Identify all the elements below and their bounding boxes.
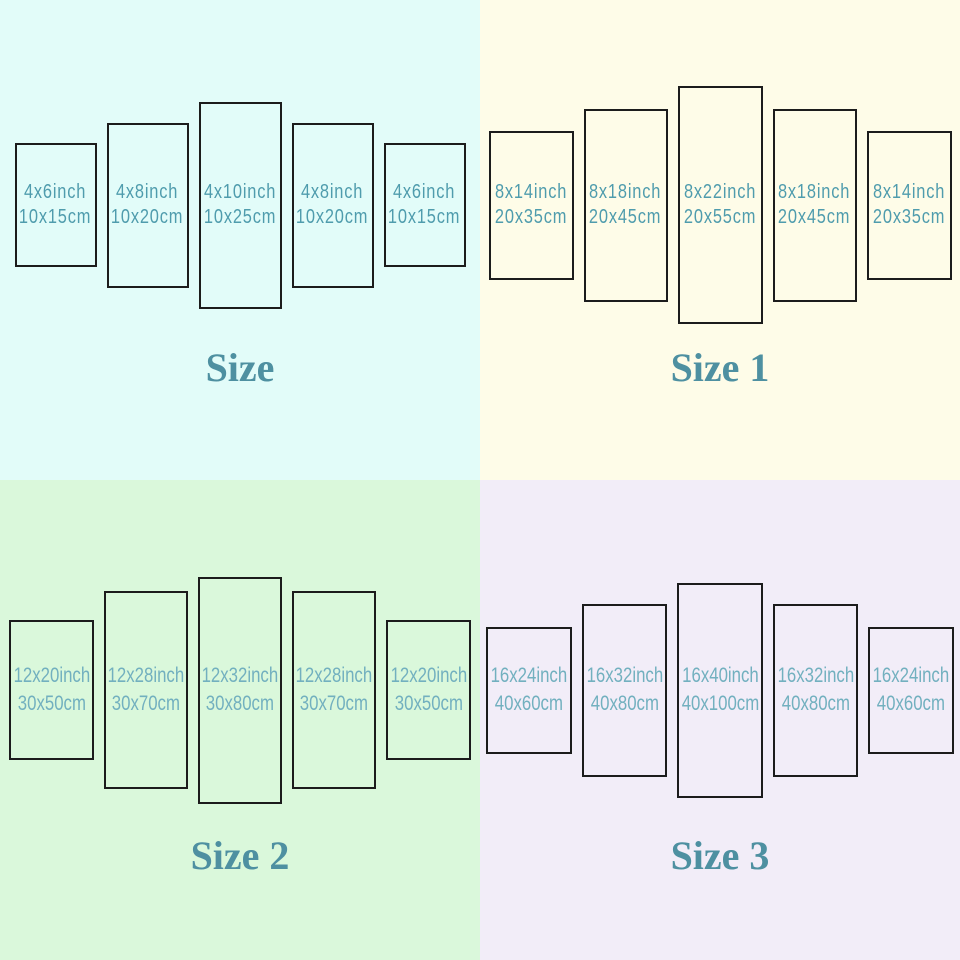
panel-label: 8x22inch 20x55cm	[684, 180, 756, 230]
panel-size-cm: 30x70cm	[111, 692, 181, 715]
panel-size-cm: 20x45cm	[778, 206, 851, 228]
panel-size-cm: 10x20cm	[111, 206, 184, 228]
panel-label: 8x14inch 20x35cm	[873, 180, 945, 230]
panel-label: 4x6inch 10x15cm	[19, 180, 91, 230]
panel-size-inch: 4x8inch	[301, 181, 364, 203]
canvas-panel: 4x6inch 10x15cm	[14, 143, 97, 267]
panel-label: 16x40inch 40x100cm	[681, 662, 759, 718]
panel-size-inch: 12x32inch	[201, 664, 279, 687]
panel-size-inch: 8x18inch	[589, 181, 662, 203]
quadrant-title: Size	[205, 345, 275, 390]
canvas-panel: 16x40inch 40x100cm	[677, 582, 763, 798]
panel-size-cm: 20x45cm	[589, 206, 662, 228]
panel-label: 16x32inch 40x80cm	[777, 662, 854, 718]
panel-size-cm: 10x25cm	[203, 206, 277, 228]
panel-size-inch: 8x14inch	[872, 181, 946, 203]
panel-label: 12x28inch 30x70cm	[108, 662, 185, 718]
quadrant-size-3: 16x24inch 40x60cm 16x32inch 40x80cm 16x4…	[480, 480, 960, 960]
panel-label: 8x18inch 20x45cm	[589, 180, 661, 230]
panel-size-cm: 20x35cm	[494, 206, 568, 228]
panel-size-inch: 8x14inch	[494, 181, 568, 203]
panel-size-cm: 10x15cm	[19, 206, 92, 228]
canvas-panel: 12x28inch 30x70cm	[292, 591, 376, 789]
canvas-panel: 4x10inch 10x25cm	[198, 101, 282, 309]
panel-size-cm: 30x50cm	[394, 692, 463, 715]
canvas-panel: 8x18inch 20x45cm	[583, 108, 668, 302]
panel-row: 12x20inch 30x50cm 12x28inch 30x70cm 12x3…	[0, 480, 480, 900]
canvas-panel: 16x24inch 40x60cm	[868, 626, 954, 754]
panel-size-inch: 8x22inch	[683, 181, 757, 203]
panel-size-inch: 12x20inch	[390, 664, 467, 687]
canvas-panel: 8x14inch 20x35cm	[488, 130, 574, 280]
panel-label: 4x6inch 10x15cm	[388, 180, 460, 230]
panel-size-cm: 40x60cm	[876, 692, 946, 715]
canvas-panel: 8x14inch 20x35cm	[866, 130, 952, 280]
canvas-panel: 12x28inch 30x70cm	[104, 591, 188, 789]
panel-label: 8x18inch 20x45cm	[778, 180, 850, 230]
canvas-panel: 12x20inch 30x50cm	[386, 620, 471, 760]
panel-size-cm: 20x35cm	[872, 206, 946, 228]
panel-size-inch: 16x24inch	[490, 664, 568, 687]
panel-size-cm: 40x80cm	[781, 692, 850, 715]
panel-label: 4x8inch 10x20cm	[296, 180, 368, 230]
panel-size-inch: 12x28inch	[295, 664, 373, 687]
canvas-panel: 12x20inch 30x50cm	[9, 620, 94, 760]
panel-label: 12x20inch 30x50cm	[390, 662, 467, 718]
quadrant-size: 4x6inch 10x15cm 4x8inch 10x20cm 4x10inch…	[0, 0, 480, 480]
panel-label: 12x28inch 30x70cm	[296, 662, 373, 718]
panel-size-cm: 10x15cm	[388, 206, 461, 228]
canvas-panel: 8x18inch 20x45cm	[772, 108, 857, 302]
panel-size-cm: 30x50cm	[17, 692, 86, 715]
panel-size-cm: 40x60cm	[494, 692, 564, 715]
canvas-panel: 16x24inch 40x60cm	[486, 626, 572, 754]
quadrant-title: Size 2	[190, 833, 290, 878]
canvas-panel: 12x32inch 30x80cm	[198, 576, 282, 804]
quadrant-size-2: 12x20inch 30x50cm 12x28inch 30x70cm 12x3…	[0, 480, 480, 960]
canvas-panel: 16x32inch 40x80cm	[582, 603, 667, 777]
panel-label: 8x14inch 20x35cm	[495, 180, 567, 230]
panel-size-inch: 12x20inch	[13, 664, 90, 687]
panel-size-inch: 12x28inch	[107, 664, 185, 687]
panel-row: 4x6inch 10x15cm 4x8inch 10x20cm 4x10inch…	[0, 0, 480, 410]
quadrant-title: Size 3	[670, 833, 770, 878]
canvas-panel: 8x22inch 20x55cm	[677, 86, 763, 324]
panel-size-inch: 4x6inch	[24, 181, 87, 203]
panel-label: 16x32inch 40x80cm	[586, 662, 663, 718]
panel-size-cm: 20x55cm	[683, 206, 757, 228]
panel-size-inch: 4x6inch	[393, 181, 456, 203]
panel-label: 4x10inch 10x25cm	[204, 180, 276, 230]
panel-size-cm: 10x20cm	[296, 206, 369, 228]
panel-label: 12x20inch 30x50cm	[13, 662, 90, 718]
panel-size-cm: 40x80cm	[590, 692, 659, 715]
panel-size-inch: 16x32inch	[777, 664, 854, 687]
panel-size-inch: 16x32inch	[586, 664, 663, 687]
panel-size-inch: 4x8inch	[116, 181, 179, 203]
panel-size-inch: 8x18inch	[778, 181, 851, 203]
panel-row: 16x24inch 40x60cm 16x32inch 40x80cm 16x4…	[480, 480, 960, 900]
panel-label: 16x24inch 40x60cm	[491, 662, 568, 718]
panel-size-inch: 16x40inch	[681, 664, 759, 687]
panel-size-inch: 4x10inch	[203, 181, 277, 203]
panel-size-inch: 16x24inch	[872, 664, 950, 687]
panel-size-cm: 40x100cm	[681, 692, 759, 715]
panel-size-cm: 30x80cm	[205, 692, 275, 715]
canvas-panel: 16x32inch 40x80cm	[773, 603, 858, 777]
canvas-panel: 4x8inch 10x20cm	[291, 122, 374, 288]
panel-size-cm: 30x70cm	[299, 692, 369, 715]
quadrant-title: Size 1	[670, 345, 770, 390]
quadrant-size-1: 8x14inch 20x35cm 8x18inch 20x45cm 8x22in…	[480, 0, 960, 480]
panel-row: 8x14inch 20x35cm 8x18inch 20x45cm 8x22in…	[480, 0, 960, 410]
canvas-panel: 4x6inch 10x15cm	[383, 143, 466, 267]
panel-label: 16x24inch 40x60cm	[873, 662, 950, 718]
panel-label: 4x8inch 10x20cm	[111, 180, 183, 230]
panel-label: 12x32inch 30x80cm	[202, 662, 279, 718]
canvas-panel: 4x8inch 10x20cm	[106, 122, 189, 288]
